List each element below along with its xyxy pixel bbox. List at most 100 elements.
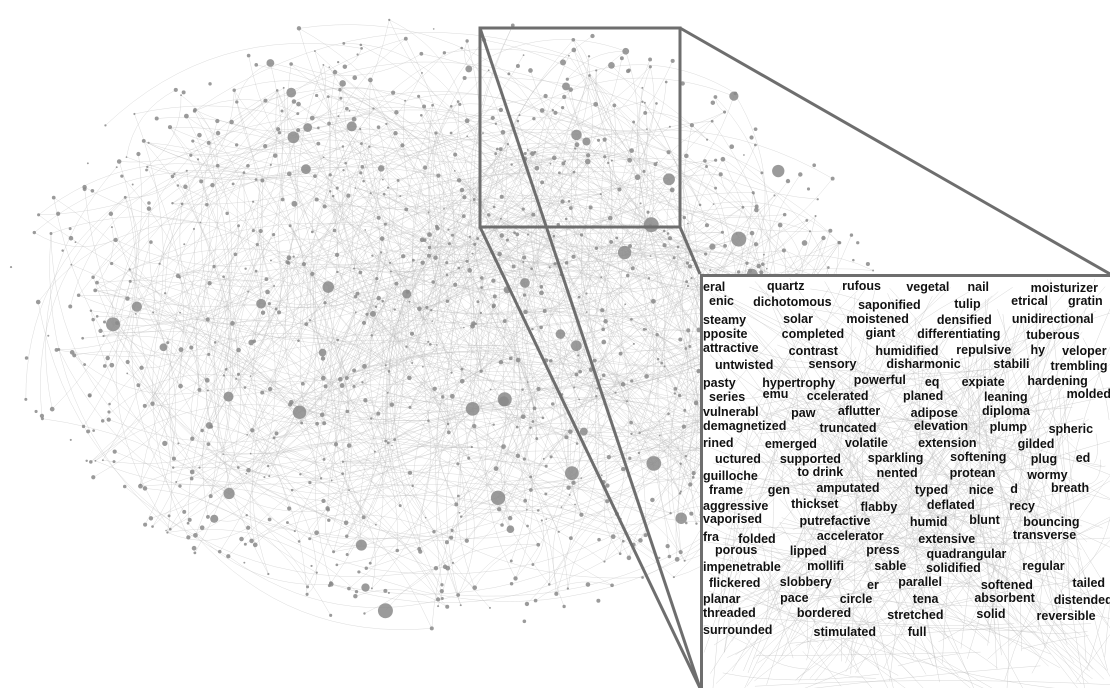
network-node: [555, 329, 566, 339]
zoom-edge: [723, 287, 830, 466]
network-node: [557, 171, 561, 175]
zoom-edge: [1093, 433, 1098, 464]
network-node: [543, 93, 548, 99]
network-node: [468, 235, 471, 238]
zoom-edge: [753, 365, 1091, 672]
zoom-edge: [850, 455, 858, 675]
network-edge: [83, 161, 138, 427]
network-edge: [399, 39, 485, 364]
network-edge: [330, 105, 433, 474]
network-node: [691, 257, 696, 262]
zoom-edge: [888, 338, 1087, 460]
network-edge: [110, 213, 343, 474]
network-node: [442, 51, 447, 55]
network-node: [168, 527, 172, 531]
network-edge: [324, 47, 462, 207]
network-node: [521, 388, 524, 391]
zoom-edge: [870, 475, 1035, 597]
network-node: [646, 456, 662, 471]
network-node: [612, 103, 617, 108]
zoom-edge: [914, 504, 967, 595]
network-node: [459, 378, 465, 384]
network-edge: [306, 572, 317, 595]
network-edge: [389, 19, 468, 121]
word-label: parallel: [898, 574, 942, 589]
network-node: [234, 143, 239, 147]
network-node: [178, 347, 184, 353]
network-node: [631, 542, 636, 547]
network-node: [432, 386, 437, 391]
network-edge: [301, 327, 464, 424]
network-node: [649, 255, 652, 257]
network-edge: [485, 358, 516, 579]
network-edge: [276, 90, 508, 291]
network-node: [363, 398, 368, 403]
network-node: [520, 414, 526, 420]
network-node: [639, 202, 642, 205]
network-node: [431, 103, 434, 107]
zoom-edge: [713, 518, 924, 688]
network-edge: [102, 374, 224, 422]
network-node: [208, 82, 212, 86]
network-node: [215, 130, 221, 136]
network-edge: [125, 170, 187, 198]
network-edge: [179, 312, 504, 449]
zoom-edge: [837, 636, 1055, 688]
network-node: [146, 165, 149, 169]
network-node: [456, 100, 460, 103]
network-node: [106, 317, 121, 332]
network-node: [594, 246, 599, 250]
network-edge: [385, 206, 495, 366]
network-node: [49, 232, 53, 235]
network-node: [243, 542, 247, 546]
network-node: [61, 249, 64, 252]
network-node: [274, 307, 278, 311]
word-label: moistened: [846, 312, 909, 327]
network-edge: [305, 169, 450, 244]
network-node: [274, 431, 279, 436]
network-node: [351, 116, 357, 122]
word-label: extension: [918, 436, 977, 451]
zoom-edge: [1022, 448, 1027, 454]
network-edge: [237, 271, 269, 467]
network-node: [332, 550, 336, 554]
network-node: [225, 211, 229, 216]
network-node: [427, 419, 430, 423]
network-node: [490, 115, 495, 121]
network-node: [332, 228, 337, 233]
network-node: [421, 365, 424, 368]
word-label: eral: [703, 279, 726, 294]
network-node: [590, 33, 595, 39]
word-label: rufous: [842, 278, 882, 293]
network-node: [314, 530, 319, 536]
network-node: [288, 224, 292, 228]
network-node: [440, 583, 444, 587]
network-node: [684, 153, 689, 159]
network-edge: [269, 262, 423, 309]
network-node: [291, 99, 297, 104]
network-node: [348, 489, 350, 492]
network-node: [377, 165, 385, 172]
zoom-edge: [743, 385, 796, 399]
network-edge: [291, 320, 433, 403]
network-node: [369, 310, 376, 317]
network-edge: [115, 229, 366, 267]
network-node: [380, 251, 383, 254]
network-node: [346, 193, 351, 198]
network-node: [386, 391, 389, 394]
network-edge: [135, 313, 317, 573]
network-node: [690, 277, 693, 280]
zoom-edge: [732, 330, 854, 511]
network-node: [643, 533, 648, 538]
zoom-edge: [1011, 369, 1057, 612]
zoom-edge: [1034, 511, 1064, 627]
network-node: [662, 243, 667, 248]
network-node: [83, 363, 87, 366]
zoom-edge: [849, 460, 988, 642]
network-node: [313, 50, 316, 53]
network-node: [362, 363, 367, 369]
network-node: [369, 192, 372, 195]
zoom-edge: [927, 542, 938, 601]
word-label: fra: [703, 530, 719, 545]
word-label: steamy: [703, 312, 747, 327]
